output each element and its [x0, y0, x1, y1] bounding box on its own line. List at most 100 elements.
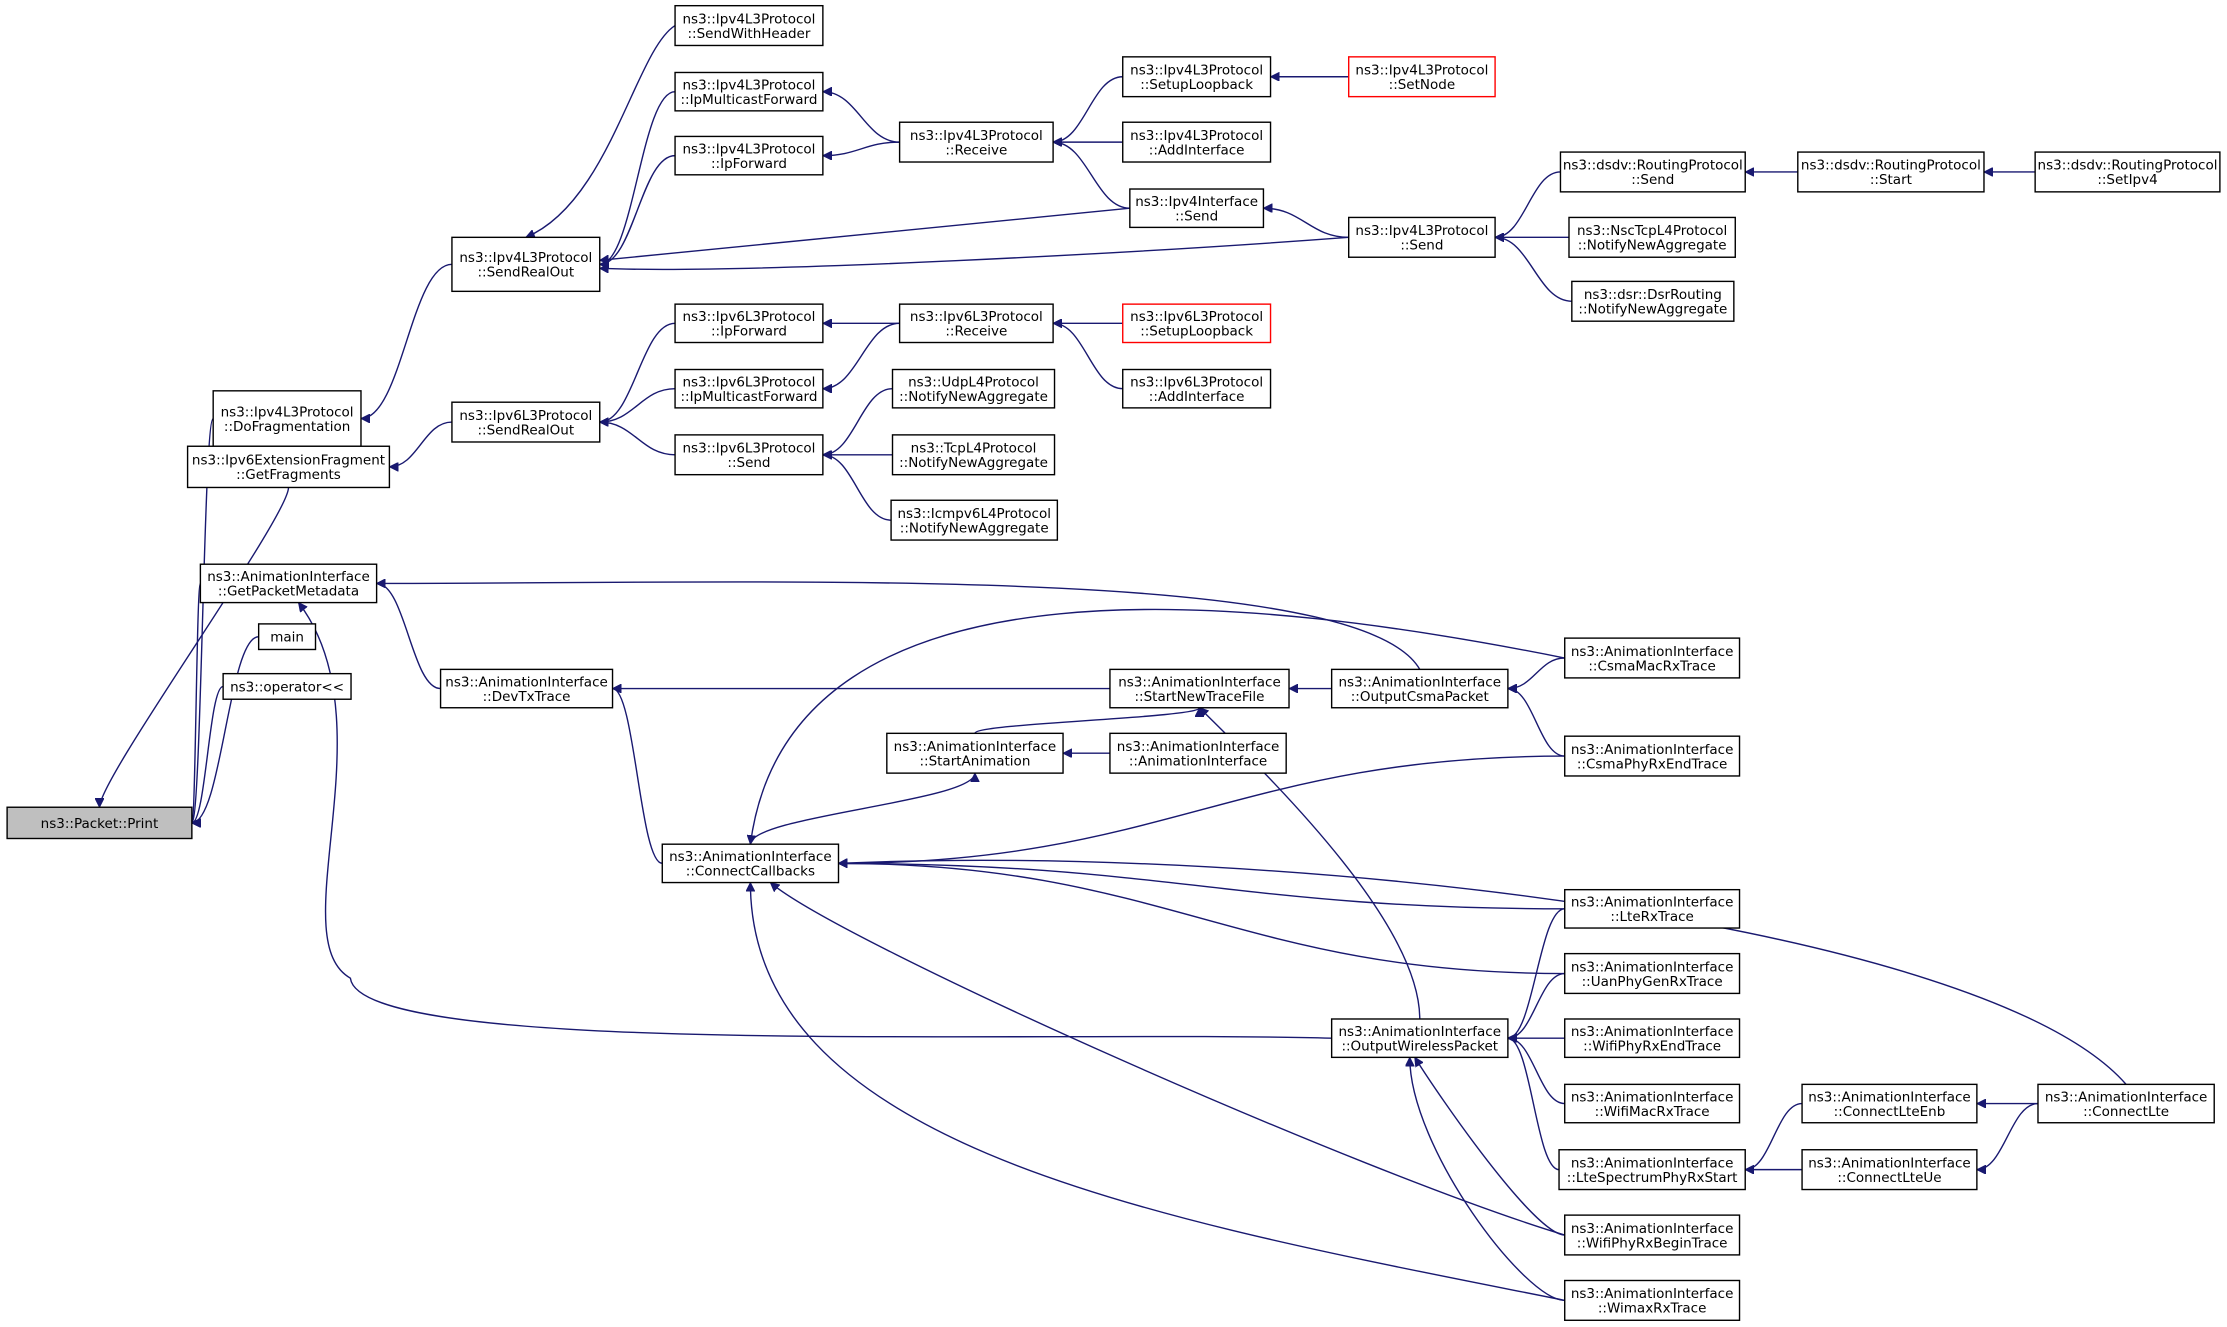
- node-ipv6send[interactable]: ns3::Ipv6L3Protocol::Send: [674, 434, 824, 476]
- node-box: [898, 121, 1054, 163]
- node-ipv4mcf[interactable]: ns3::Ipv4L3Protocol::IpMulticastForward: [674, 71, 824, 112]
- node-ipv4send[interactable]: ns3::Ipv4L3Protocol::Send: [1348, 216, 1496, 258]
- edge-ipv4recv-to-ipv4mcf: [823, 92, 900, 143]
- node-label: ns3::Ipv6L3Protocol: [683, 374, 816, 390]
- node-main[interactable]: main: [257, 623, 317, 651]
- node-dsdvsend[interactable]: ns3::dsdv::RoutingProtocol::Send: [1559, 151, 1746, 193]
- node-wifiphyend[interactable]: ns3::AnimationInterface::WifiPhyRxEndTra…: [1564, 1018, 1741, 1059]
- node-label: ns3::AnimationInterface: [1571, 1024, 1734, 1040]
- node-box: [1348, 216, 1496, 258]
- node-startanim[interactable]: ns3::AnimationInterface::StartAnimation: [886, 732, 1064, 774]
- node-tcp[interactable]: ns3::TcpL4Protocol::NotifyNewAggregate: [891, 434, 1056, 476]
- node-box: [891, 368, 1056, 409]
- node-label: ns3::Ipv6ExtensionFragment: [192, 453, 385, 469]
- node-label: ns3::AnimationInterface: [1338, 1024, 1501, 1040]
- node-label: ::WifiPhyRxBeginTrace: [1577, 1235, 1728, 1251]
- node-ltenb[interactable]: ns3::AnimationInterface::ConnectLteEnb: [1801, 1083, 1978, 1124]
- node-nsctcp[interactable]: ns3::NscTcpL4Protocol::NotifyNewAggregat…: [1568, 216, 1736, 258]
- edge-dsdvsend-to-ipv4send: [1495, 171, 1561, 237]
- node-label: ns3::AnimationInterface: [1808, 1089, 1971, 1105]
- node-dsdvsetipv4[interactable]: ns3::dsdv::RoutingProtocol::SetIpv4: [2034, 151, 2221, 193]
- edge-ipv4fwd-to-ipv4sro: [599, 154, 676, 265]
- edge-ipv6sro-to-ipv6frag: [389, 421, 452, 467]
- node-label: ::Send: [1631, 172, 1674, 188]
- node-box: [439, 668, 614, 709]
- node-csmaphy[interactable]: ns3::AnimationInterface::CsmaPhyRxEndTra…: [1564, 735, 1741, 777]
- node-ipv4addif[interactable]: ns3::Ipv4L3Protocol::AddInterface: [1122, 121, 1272, 163]
- node-box: [1564, 735, 1741, 777]
- node-uan[interactable]: ns3::AnimationInterface::UanPhyGenRxTrac…: [1564, 952, 1741, 995]
- node-lterx[interactable]: ns3::AnimationInterface::LteRxTrace: [1564, 888, 1741, 929]
- node-icmpv6[interactable]: ns3::Icmpv6L4Protocol::NotifyNewAggregat…: [890, 499, 1059, 541]
- node-ltespec[interactable]: ns3::AnimationInterface::LteSpectrumPhyR…: [1558, 1149, 1746, 1191]
- node-root[interactable]: ns3::Packet::Print: [6, 806, 193, 840]
- node-label: ns3::Ipv4L3Protocol: [1130, 62, 1263, 78]
- node-label: ::NotifyNewAggregate: [1578, 238, 1727, 254]
- node-box: [1564, 637, 1741, 679]
- node-wifimac[interactable]: ns3::AnimationInterface::WifiMacRxTrace: [1564, 1083, 1741, 1124]
- node-outcsma[interactable]: ns3::AnimationInterface::OutputCsmaPacke…: [1330, 668, 1509, 709]
- edge-ipv6addif-to-ipv6recv: [1053, 323, 1123, 390]
- node-box: [1568, 216, 1736, 258]
- node-box: [886, 732, 1064, 774]
- node-ipv4loop[interactable]: ns3::Ipv4L3Protocol::SetupLoopback: [1122, 56, 1272, 98]
- node-label: ns3::TcpL4Protocol: [911, 441, 1037, 457]
- node-dsr[interactable]: ns3::dsr::DsrRouting::NotifyNewAggregate: [1571, 280, 1735, 322]
- node-startntf[interactable]: ns3::AnimationInterface::StartNewTraceFi…: [1109, 668, 1290, 709]
- node-ipv6loop[interactable]: ns3::Ipv6L3Protocol::SetupLoopback: [1122, 303, 1272, 344]
- node-label: ::GetPacketMetadata: [218, 584, 359, 600]
- node-oplt[interactable]: ns3::operator<<: [222, 672, 352, 700]
- node-ipv6sro[interactable]: ns3::Ipv6L3Protocol::SendRealOut: [451, 401, 601, 443]
- node-ipv4ifsend[interactable]: ns3::Ipv4Interface::Send: [1129, 188, 1265, 229]
- edge-csmamac-to-outcsma: [1507, 657, 1565, 689]
- edge-dsr-to-ipv4send: [1495, 237, 1572, 302]
- node-label: ::IpForward: [711, 324, 787, 340]
- node-outwl[interactable]: ns3::AnimationInterface::OutputWirelessP…: [1330, 1018, 1509, 1059]
- node-csmamac[interactable]: ns3::AnimationInterface::CsmaMacRxTrace: [1564, 637, 1741, 679]
- node-label: ns3::dsdv::RoutingProtocol: [1801, 158, 1981, 174]
- node-dsdvstart[interactable]: ns3::dsdv::RoutingProtocol::Start: [1797, 151, 1985, 193]
- node-label: ::SendWithHeader: [688, 26, 811, 42]
- node-ipv6addif[interactable]: ns3::Ipv6L3Protocol::AddInterface: [1122, 368, 1272, 409]
- node-label: ::Send: [1400, 238, 1443, 254]
- node-box: [199, 563, 378, 604]
- node-ipv4sro[interactable]: ns3::Ipv4L3Protocol::SendRealOut: [451, 236, 601, 293]
- node-animctor[interactable]: ns3::AnimationInterface::AnimationInterf…: [1109, 732, 1287, 774]
- node-label: ::IpMulticastForward: [680, 92, 817, 108]
- node-label: ns3::AnimationInterface: [1338, 674, 1501, 690]
- node-ipv4frag[interactable]: ns3::Ipv4L3Protocol::DoFragmentation: [212, 390, 362, 447]
- node-box: [1564, 1214, 1741, 1256]
- node-label: ::IpForward: [711, 156, 787, 172]
- node-ipv4setnode[interactable]: ns3::Ipv4L3Protocol::SetNode: [1348, 56, 1496, 98]
- node-wimax[interactable]: ns3::AnimationInterface::WimaxRxTrace: [1564, 1279, 1741, 1321]
- node-getmeta[interactable]: ns3::AnimationInterface::GetPacketMetada…: [199, 563, 378, 604]
- node-ipv6frag[interactable]: ns3::Ipv6ExtensionFragment::GetFragments: [186, 445, 391, 489]
- node-label: ::ConnectLteEnb: [1834, 1104, 1946, 1120]
- node-ipv4recv[interactable]: ns3::Ipv4L3Protocol::Receive: [898, 121, 1054, 163]
- node-lteue[interactable]: ns3::AnimationInterface::ConnectLteUe: [1801, 1149, 1978, 1191]
- node-udp[interactable]: ns3::UdpL4Protocol::NotifyNewAggregate: [891, 368, 1056, 409]
- node-ipv6recv[interactable]: ns3::Ipv6L3Protocol::Receive: [898, 303, 1054, 344]
- node-label: ns3::AnimationInterface: [894, 739, 1057, 755]
- node-box: [661, 843, 840, 884]
- node-ipv4fwd[interactable]: ns3::Ipv4L3Protocol::IpForward: [674, 135, 824, 176]
- edge-ipv4swh-to-ipv4sro: [526, 24, 676, 238]
- node-box: [1109, 668, 1290, 709]
- node-ipv6fwd[interactable]: ns3::Ipv6L3Protocol::IpForward: [674, 303, 824, 344]
- node-label: ::OutputCsmaPacket: [1351, 689, 1489, 705]
- node-ipv6mcf[interactable]: ns3::Ipv6L3Protocol::IpMulticastForward: [674, 368, 824, 409]
- edge-icmpv6-to-ipv6send: [822, 455, 892, 521]
- edge-ltenb-to-ltespec: [1745, 1102, 1803, 1170]
- node-connlte[interactable]: ns3::AnimationInterface::ConnectLte: [2037, 1083, 2215, 1124]
- node-devtx[interactable]: ns3::AnimationInterface::DevTxTrace: [439, 668, 614, 709]
- edge-ltespec-to-outwl: [1507, 1038, 1560, 1171]
- node-label: ::Send: [1175, 208, 1218, 224]
- node-label: ns3::Ipv4L3Protocol: [221, 404, 354, 420]
- node-ipv4swh[interactable]: ns3::Ipv4L3Protocol::SendWithHeader: [674, 4, 824, 47]
- node-wifiphybegin[interactable]: ns3::AnimationInterface::WifiPhyRxBeginT…: [1564, 1214, 1741, 1256]
- node-box: [222, 672, 352, 700]
- node-connect[interactable]: ns3::AnimationInterface::ConnectCallback…: [661, 843, 840, 884]
- edge-main-to-root: [191, 635, 259, 823]
- node-box: [1801, 1149, 1978, 1191]
- edge-ipv4frag-to-root: [191, 417, 214, 823]
